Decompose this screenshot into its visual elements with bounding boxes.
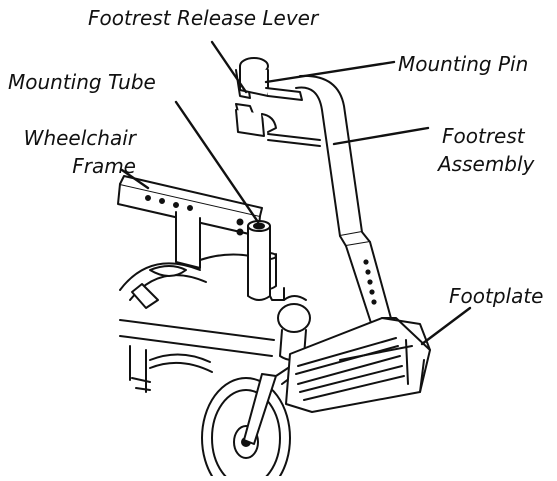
leader-mounting-tube xyxy=(174,100,260,224)
label-footrest-release-lever: Footrest Release Lever xyxy=(88,6,319,30)
footrest-assembly xyxy=(235,57,393,327)
leader-footrest-assembly xyxy=(332,126,430,146)
label-footrest-assembly-line2: Assembly xyxy=(438,152,535,176)
caster-wheel xyxy=(201,295,311,481)
label-wheelchair-frame-line2: Frame xyxy=(72,154,136,178)
mounting-tube xyxy=(247,220,271,301)
leader-mounting-pin xyxy=(264,60,396,84)
footplate xyxy=(285,317,431,413)
label-footplate: Footplate xyxy=(449,284,544,308)
label-mounting-tube: Mounting Tube xyxy=(8,70,156,94)
label-wheelchair-frame-line1: Wheelchair xyxy=(23,126,136,150)
leader-lines xyxy=(120,40,472,346)
leader-footplate xyxy=(420,306,472,346)
label-mounting-pin: Mounting Pin xyxy=(398,52,529,76)
leader-footrest-release-lever xyxy=(210,40,248,94)
label-footrest-assembly-line1: Footrest xyxy=(442,124,525,148)
leader-wheelchair-frame xyxy=(120,168,150,190)
